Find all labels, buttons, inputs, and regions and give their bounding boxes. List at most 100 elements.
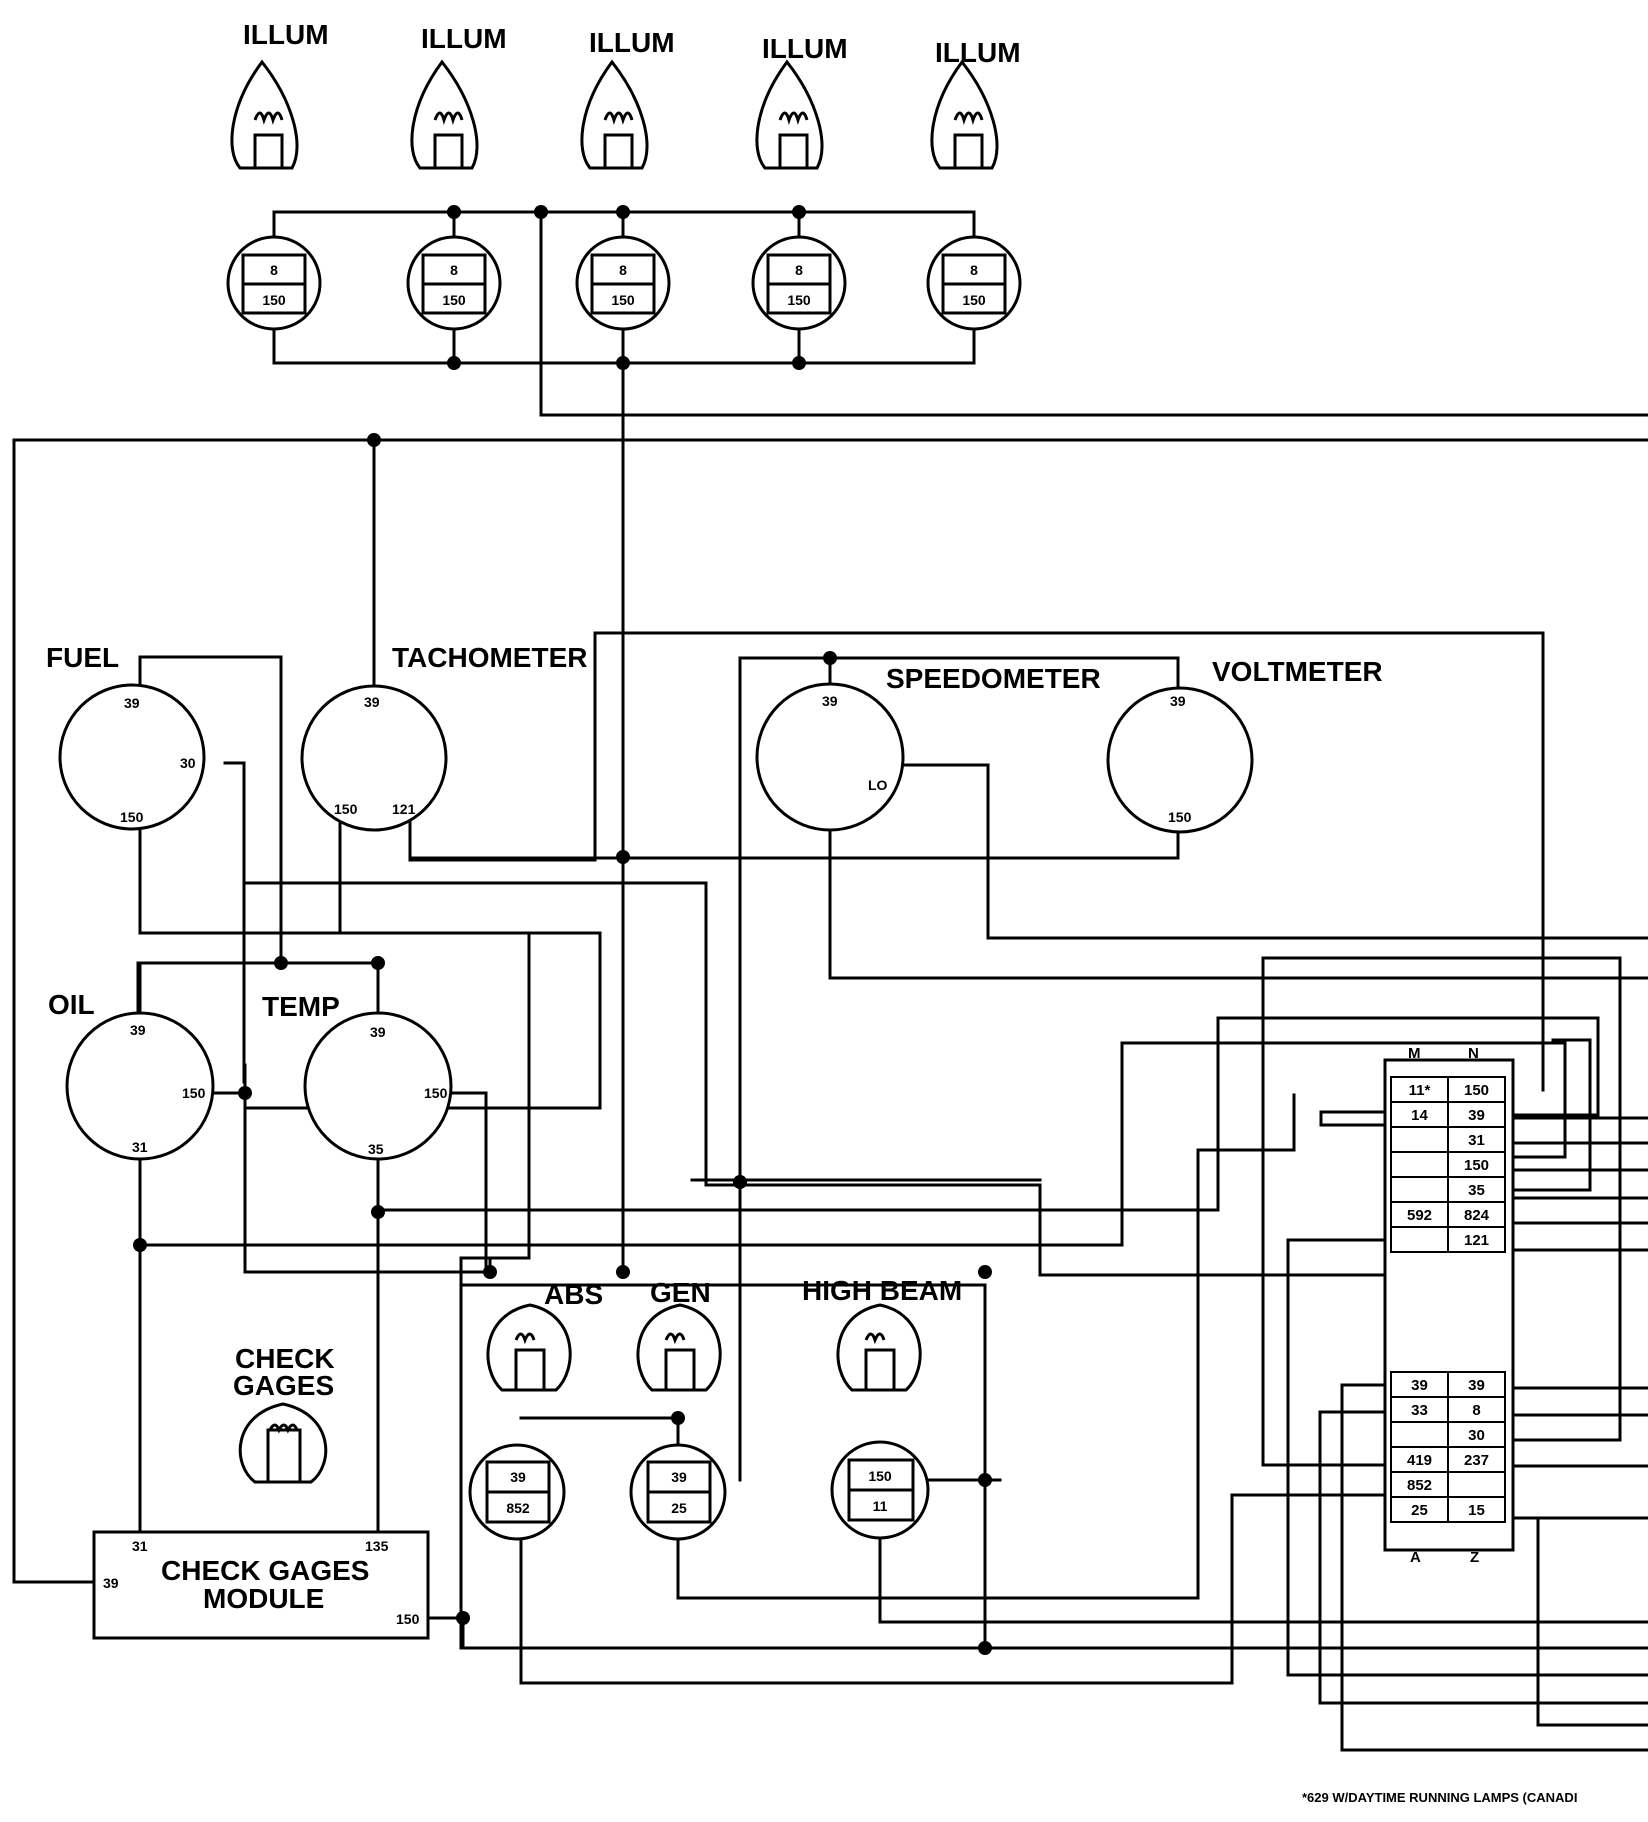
- connector-cavity: [1390, 1421, 1449, 1448]
- high-beam-label: HIGH BEAM: [802, 1275, 962, 1306]
- gen-label: GEN: [650, 1277, 711, 1308]
- gen-indicator: GEN 39 25: [629, 1277, 727, 1541]
- cavity-circuit-label: 237: [1464, 1452, 1489, 1469]
- bulb-icon: [836, 1303, 922, 1392]
- cavity-circuit-label: 852: [1407, 1477, 1432, 1494]
- connector-cavity: [1447, 1496, 1506, 1523]
- speedometer-label: SPEEDOMETER: [886, 663, 1101, 694]
- bulb-icon: [410, 59, 479, 170]
- connector-cavity: [1390, 1176, 1449, 1203]
- column-n-label: N: [1468, 1045, 1479, 1062]
- socket-top: 8: [619, 262, 627, 278]
- connector-cavity: [1447, 1176, 1506, 1203]
- cavity-circuit-label: 33: [1411, 1402, 1428, 1419]
- illum-lamp-5: ILLUM 8 150: [926, 37, 1022, 331]
- pin-150: 150: [424, 1085, 448, 1101]
- junction-dots: [133, 205, 992, 1655]
- connector-cavity: [1447, 1101, 1506, 1128]
- socket-bottom: 150: [262, 292, 286, 308]
- illum-label: ILLUM: [935, 37, 1021, 68]
- module-title-line1: CHECK GAGES: [161, 1555, 369, 1586]
- check-gages-module: CHECK GAGES MODULE 31 135 39 150: [92, 1530, 430, 1640]
- foot-a-label: A: [1410, 1549, 1421, 1566]
- cavity-circuit-label: 15: [1468, 1502, 1485, 1519]
- pin-39: 39: [130, 1022, 146, 1038]
- illum-lamp-2: ILLUM 8 150: [406, 23, 507, 331]
- pin-35: 35: [368, 1141, 384, 1157]
- connector-cavity: [1447, 1371, 1506, 1398]
- socket-bottom: 150: [787, 292, 811, 308]
- oil-gauge: OIL 39 150 31: [48, 989, 215, 1161]
- pin-150: 150: [334, 801, 358, 817]
- bulb-icon: [230, 59, 299, 170]
- illum-label: ILLUM: [589, 27, 675, 58]
- footnote: *629 W/DAYTIME RUNNING LAMPS (CANADI: [1302, 1790, 1577, 1805]
- connector-cavity: [1447, 1226, 1506, 1253]
- module-title-line2: MODULE: [203, 1583, 324, 1614]
- oil-label: OIL: [48, 989, 95, 1020]
- high-beam-indicator: HIGH BEAM 150 11: [802, 1275, 962, 1540]
- connector-cavity: [1390, 1446, 1449, 1473]
- bulb-icon: [580, 59, 649, 170]
- connector-cavity: [1447, 1126, 1506, 1153]
- socket-top: 150: [868, 1468, 892, 1484]
- check-gages-indicator: CHECK GAGES: [233, 1343, 335, 1484]
- fuel-gauge: FUEL 39 30 150: [46, 642, 206, 831]
- cavity-circuit-label: 150: [1464, 1157, 1489, 1174]
- socket-bottom: 150: [611, 292, 635, 308]
- connector-cavity: [1447, 1421, 1506, 1448]
- column-m-label: M: [1408, 1045, 1421, 1062]
- socket-bottom: 150: [442, 292, 466, 308]
- cavity-circuit-label: 11*: [1409, 1082, 1431, 1099]
- pin-150: 150: [1168, 809, 1192, 825]
- cavity-circuit-label: 39: [1468, 1377, 1485, 1394]
- socket-top: 8: [270, 262, 278, 278]
- tachometer-label: TACHOMETER: [392, 642, 587, 673]
- connector-cavity: [1447, 1201, 1506, 1228]
- bulb-icon: [636, 1303, 722, 1392]
- socket-bottom: 11: [873, 1498, 888, 1514]
- temp-label: TEMP: [262, 991, 340, 1022]
- cavity-circuit-label: 14: [1411, 1107, 1428, 1124]
- wiring: [12, 210, 1648, 1752]
- socket-top: 8: [450, 262, 458, 278]
- foot-z-label: Z: [1470, 1549, 1479, 1566]
- illum-lamp-3: ILLUM 8 150: [575, 27, 675, 331]
- illum-label: ILLUM: [243, 19, 329, 50]
- voltmeter-label: VOLTMETER: [1212, 656, 1383, 687]
- pin-39: 39: [370, 1024, 386, 1040]
- illum-label: ILLUM: [421, 23, 507, 54]
- pin-39: 39: [124, 695, 140, 711]
- abs-label: ABS: [544, 1279, 603, 1310]
- pin-lo: LO: [868, 777, 888, 793]
- bulb-icon: [238, 1402, 328, 1484]
- cavity-circuit-label: 150: [1464, 1082, 1489, 1099]
- cavity-circuit-label: 121: [1464, 1232, 1489, 1249]
- cavity-circuit-label: 39: [1411, 1377, 1428, 1394]
- cavity-circuit-label: 592: [1407, 1207, 1432, 1224]
- pin-121: 121: [392, 801, 416, 817]
- connector-cavity: [1447, 1076, 1506, 1103]
- connector-cavity: [1390, 1126, 1449, 1153]
- bulb-icon: [755, 59, 824, 170]
- pin-150: 150: [182, 1085, 206, 1101]
- socket-top: 39: [510, 1469, 526, 1485]
- illum-lamp-1: ILLUM 8 150: [226, 19, 329, 331]
- cavity-circuit-label: 419: [1407, 1452, 1432, 1469]
- socket-bottom: 150: [962, 292, 986, 308]
- cavity-circuit-label: 824: [1464, 1207, 1490, 1224]
- socket-top: 8: [795, 262, 803, 278]
- connector-cavity: [1390, 1226, 1449, 1253]
- pin-150: 150: [120, 809, 144, 825]
- pin-31: 31: [132, 1538, 148, 1554]
- pin-39: 39: [103, 1575, 119, 1591]
- abs-indicator: ABS 39 852: [468, 1279, 603, 1541]
- socket-bottom: 25: [671, 1500, 687, 1516]
- pin-31: 31: [132, 1139, 148, 1155]
- pin-39: 39: [364, 694, 380, 710]
- cavity-circuit-label: 39: [1468, 1107, 1485, 1124]
- tachometer-gauge: TACHOMETER 39 150 121: [300, 642, 587, 832]
- cavity-circuit-label: 35: [1468, 1182, 1485, 1199]
- connector-cavity: [1390, 1496, 1449, 1523]
- socket-bottom: 852: [506, 1500, 530, 1516]
